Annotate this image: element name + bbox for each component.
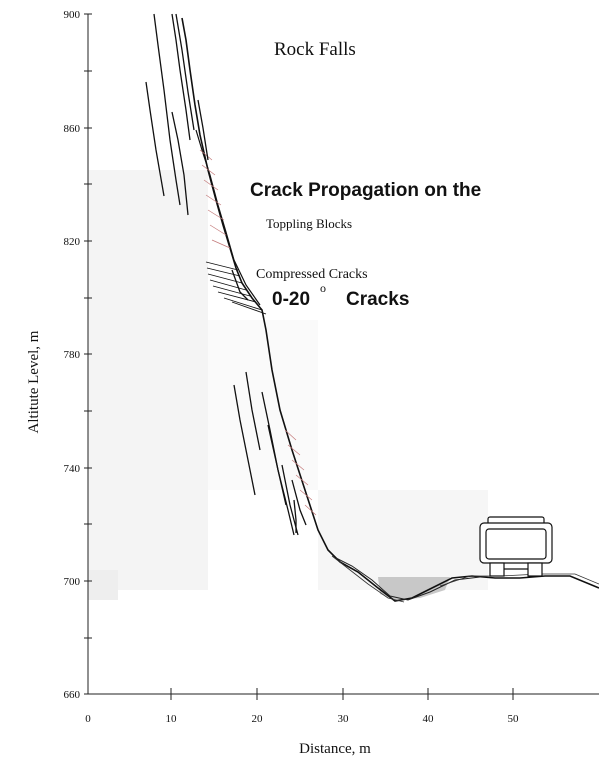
y-axis-title: Altitute Level, m bbox=[26, 330, 42, 433]
y-axis-ticks bbox=[84, 13, 92, 695]
y-tick-label: 820 bbox=[64, 236, 81, 248]
building-icon bbox=[479, 516, 553, 577]
crack-propagation-label: Crack Propagation on the bbox=[250, 180, 481, 201]
degree-symbol: o bbox=[320, 281, 326, 295]
compressed-cracks-label: Compressed Cracks bbox=[256, 267, 368, 282]
compressed-crack-hatching bbox=[205, 261, 267, 315]
y-tick-label: 660 bbox=[64, 689, 81, 701]
x-tick-label: 30 bbox=[338, 713, 350, 725]
x-tick-label: 40 bbox=[423, 713, 435, 725]
background-panel bbox=[88, 570, 118, 600]
x-axis-ticks bbox=[170, 688, 514, 700]
y-tick-label: 900 bbox=[64, 9, 81, 21]
x-tick-label: 10 bbox=[166, 713, 178, 725]
x-tick-label: 20 bbox=[252, 713, 264, 725]
crack-hatching bbox=[199, 149, 317, 516]
debris-deposit bbox=[378, 577, 450, 600]
y-tick-label: 780 bbox=[64, 349, 81, 361]
angle-range-label: 0-20 bbox=[272, 289, 310, 310]
ground-profile bbox=[439, 573, 599, 587]
x-tick-label: 50 bbox=[508, 713, 520, 725]
y-tick-label: 740 bbox=[64, 463, 81, 475]
background-panel bbox=[88, 170, 208, 590]
y-tick-label: 700 bbox=[64, 576, 81, 588]
rock-falls-label: Rock Falls bbox=[274, 39, 356, 60]
y-tick-label: 860 bbox=[64, 123, 81, 135]
x-axis-title: Distance, m bbox=[299, 741, 371, 757]
slope-profile bbox=[181, 17, 599, 602]
x-tick-label: 0 bbox=[85, 713, 91, 725]
toppling-blocks-label: Toppling Blocks bbox=[266, 216, 352, 231]
background-panel bbox=[208, 320, 318, 490]
cracks-label: Cracks bbox=[346, 289, 409, 310]
cracks bbox=[145, 13, 307, 536]
lower-slope-profile bbox=[331, 555, 405, 603]
background-panel bbox=[318, 490, 488, 590]
